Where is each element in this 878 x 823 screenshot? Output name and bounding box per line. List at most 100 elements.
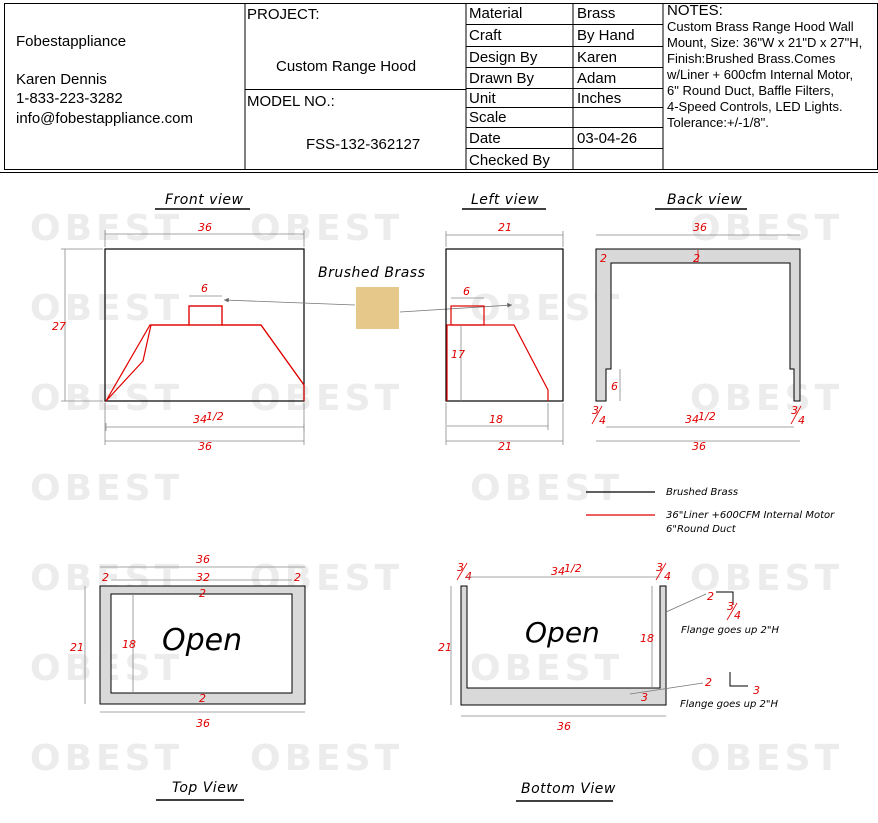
dim-bot-pan: 3 [641,691,648,704]
dim-top-inner: 32 [196,571,210,584]
top-frame [99,585,306,705]
bottom-view-title: Bottom View [521,781,616,797]
contact-phone: 1-833-223-3282 [16,90,123,107]
notes-line: 6" Round Duct, Baffle Filters, [667,83,834,98]
top-open-label: Open [162,623,242,658]
front-outline [104,248,305,402]
notes-title: NOTES: [667,2,723,19]
notes-block: NOTES: Custom Brass Range Hood Wall Moun… [667,3,877,131]
watermark: OBEST [30,738,183,779]
dim-bot-inner-depth: 18 [640,632,654,645]
watermark: OBEST [690,378,843,419]
legend-red-label-2: 6"Round Duct [666,524,737,535]
left-liner [446,324,549,401]
watermark: OBEST [250,208,403,249]
dim-front-liner: 34 [193,413,207,426]
project-name: Custom Range Hood [276,58,417,75]
flange-note-1: Flange goes up 2"H [681,625,780,636]
legend-black-label: Brushed Brass [666,487,738,498]
watermark: OBEST [690,558,843,599]
dim-half: 1/2 [564,562,582,575]
dim-top-depth: 21 [70,641,84,654]
flange-q: 3 [727,600,734,613]
spec-value-material: Brass [577,5,616,22]
dim-front-height: 27 [52,320,66,333]
left-outline [445,248,564,402]
contact-email: info@fobestappliance.com [16,110,193,127]
bottom-pan [460,585,667,706]
dim-top-inner-depth: 18 [122,638,136,651]
spec-label-date: Date [469,130,501,147]
dim-front-bottom: 36 [198,440,212,453]
dim-top-side-r: 2 [294,571,301,584]
watermark: OBEST [250,738,403,779]
flange-profile [729,672,748,687]
dim-back-inner: 34 [685,413,699,426]
spec-label-drawn: Drawn By [469,70,535,87]
notes-line: 4-Speed Controls, LED Lights. [667,99,843,114]
top-view-title: Top View [172,780,238,796]
back-wall [595,248,801,402]
watermark: OBEST [250,378,403,419]
company-name: Fobestappliance [16,33,127,50]
notes-line: Mount, Size: 36"W x 21"D x 27"H, [667,35,863,50]
notes-line: Finish:Brushed Brass.Comes [667,51,836,66]
front-view-title: Front view [165,192,243,208]
spec-value-unit: Inches [577,90,622,107]
dim-bot-bottom: 36 [557,720,571,733]
dim-bot-q-l-den: 4 [465,570,472,583]
view-titles: Front view Left view Back view Top View … [155,192,747,802]
dim-back-lip: 6 [611,380,618,393]
dim-left-bottom: 21 [498,440,512,453]
spec-label-design: Design By [469,49,538,66]
dim-front-duct: 6 [201,282,208,295]
model-number: FSS-132-362127 [306,136,421,153]
spec-label-material: Material [469,5,523,22]
flange-leader [629,682,704,695]
finish-label: Brushed Brass [318,265,425,281]
left-duct [450,305,485,326]
dim-bot-q-l: 3 [457,561,464,574]
dim-bot-depth: 21 [438,641,452,654]
dim-left-depth: 21 [498,221,512,234]
watermark: OBEST [690,208,843,249]
back-view-title: Back view [667,192,742,208]
dim-back-bottom: 36 [692,440,706,453]
spec-label-scale: Scale [469,109,507,126]
dim-bot-inner: 34 [551,565,565,578]
watermark: OBEST [30,468,183,509]
dim-back-q-right: 3 [791,404,798,417]
dim-back-top: 2 [693,252,700,265]
dim-back-width: 36 [693,221,707,234]
dim-half: 1/2 [698,410,716,423]
left-view-title: Left view [471,192,539,208]
watermark: OBEST [30,208,183,249]
flange-dim-2: 2 [707,590,714,603]
bottom-view: 3 4 34 1/2 3 4 21 18 Open 3 36 2 3 4 Fla… [438,561,780,733]
dim-front-width: 36 [198,221,212,234]
dim-back-q-left: 3 [592,404,599,417]
left-view: 21 6 17 18 21 [445,221,564,453]
model-label: MODEL NO.: [247,93,335,110]
flange-leader [665,593,707,613]
notes-line: w/Liner + 600cfm Internal Motor, [667,67,854,82]
flange-dim-2b: 2 [705,676,712,689]
dim-top-rail: 2 [199,587,206,600]
front-duct [188,305,223,326]
contact-name: Karen Dennis [16,71,107,88]
notes-line: Custom Brass Range Hood Wall [667,19,854,34]
dim-top-bottom: 36 [196,717,210,730]
front-view: 36 27 6 34 1/2 36 [52,221,305,453]
legend-red-label-1: 36"Liner +600CFM Internal Motor [666,510,835,521]
watermark: OBEST [470,468,623,509]
notes-line: Tolerance:+/-1/8". [667,115,769,130]
flange-q-den: 4 [734,609,741,622]
dim-bot-q-r: 3 [656,561,663,574]
spec-value-date: 03-04-26 [577,130,638,147]
dim-back-q-left-den: 4 [599,414,606,427]
dim-top-outer: 36 [196,553,210,566]
swatch-leader [399,302,513,313]
flange-profile [716,591,734,605]
watermark: OBEST [30,378,183,419]
